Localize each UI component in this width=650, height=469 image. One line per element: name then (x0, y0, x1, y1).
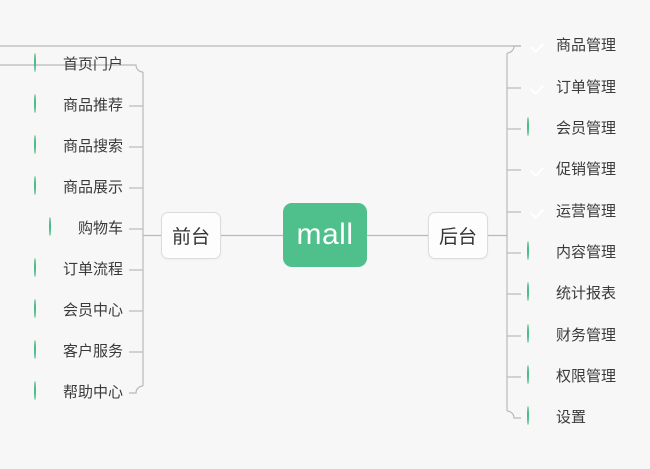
leaf-status-icon (527, 365, 549, 388)
leaf-node[interactable]: 权限管理 (527, 362, 650, 392)
leaf-status-icon (527, 77, 549, 99)
leaf-status-icon (527, 201, 549, 223)
leaf-node[interactable]: 运营管理 (527, 197, 650, 227)
leaf-status-icon (33, 340, 56, 363)
leaf-node-label: 购物车 (77, 220, 123, 237)
leaf-node-label: 会员管理 (556, 120, 617, 137)
leaf-node[interactable]: 客户服务 (0, 337, 123, 367)
leaf-node[interactable]: 内容管理 (527, 238, 650, 268)
leaf-node-label: 首页门户 (62, 56, 123, 73)
leaf-status-icon (527, 406, 549, 429)
pie-icon (527, 241, 529, 260)
leaf-node[interactable]: 订单管理 (527, 73, 650, 103)
leaf-node-label: 商品展示 (62, 179, 123, 196)
leaf-status-icon (33, 94, 56, 117)
pie-icon (33, 53, 36, 72)
leaf-node-label: 商品管理 (556, 37, 617, 54)
leaf-node[interactable]: 会员中心 (0, 296, 123, 326)
leaf-status-icon (33, 299, 56, 322)
leaf-status-icon (527, 282, 549, 305)
leaf-node-label: 内容管理 (556, 244, 617, 261)
pie-icon (33, 299, 36, 318)
leaf-node-label: 商品搜索 (62, 138, 123, 155)
leaf-status-icon (527, 159, 549, 181)
leaf-node[interactable]: 购物车 (0, 214, 123, 244)
leaf-node-label: 帮助中心 (62, 384, 123, 401)
branch-node-frontend[interactable]: 前台 (161, 212, 221, 259)
leaf-node-label: 统计报表 (556, 285, 617, 302)
pie-icon (527, 282, 529, 301)
leaf-node[interactable]: 会员管理 (527, 114, 650, 144)
leaf-node[interactable]: 订单流程 (0, 255, 123, 285)
pie-icon (33, 258, 36, 277)
pie-icon (527, 117, 529, 136)
leaf-status-icon (33, 381, 56, 404)
root-node-mall[interactable]: mall (283, 203, 367, 267)
leaf-node-label: 促销管理 (556, 161, 617, 178)
leaf-node[interactable]: 商品推荐 (0, 91, 123, 121)
leaf-status-icon (527, 117, 549, 140)
leaf-node[interactable]: 设置 (527, 403, 650, 433)
pie-icon (527, 324, 529, 343)
pie-icon (33, 381, 36, 400)
branch-node-backend[interactable]: 后台 (428, 212, 488, 259)
leaf-node-label: 会员中心 (62, 302, 123, 319)
leaf-node[interactable]: 统计报表 (527, 279, 650, 309)
root-node-label: mall (296, 218, 354, 251)
pie-icon (527, 365, 529, 384)
leaf-node-label: 财务管理 (556, 327, 617, 344)
leaf-node[interactable]: 商品展示 (0, 173, 123, 203)
pie-icon (33, 176, 36, 195)
leaf-node-label: 客户服务 (62, 343, 123, 360)
leaf-node-label: 商品推荐 (62, 97, 123, 114)
leaf-status-icon (527, 241, 549, 264)
leaf-status-icon (33, 135, 56, 158)
leaf-status-icon (33, 176, 56, 199)
leaf-node[interactable]: 财务管理 (527, 321, 650, 351)
leaf-node[interactable]: 首页门户 (0, 50, 123, 80)
leaf-status-icon (33, 258, 56, 281)
pie-icon (33, 340, 36, 359)
leaf-node-label: 运营管理 (556, 203, 617, 220)
branch-node-label: 前台 (171, 227, 210, 248)
leaf-node-label: 订单管理 (556, 79, 617, 96)
leaf-status-icon (527, 35, 549, 57)
pie-icon (33, 94, 36, 113)
leaf-node[interactable]: 商品管理 (527, 31, 650, 61)
leaf-status-icon (48, 217, 71, 240)
leaf-node[interactable]: 促销管理 (527, 155, 650, 185)
leaf-status-icon (33, 53, 56, 76)
leaf-status-icon (527, 324, 549, 347)
leaf-node-label: 权限管理 (556, 368, 617, 385)
leaf-node-label: 设置 (556, 409, 587, 426)
leaf-node-label: 订单流程 (62, 261, 123, 278)
pie-icon (33, 135, 36, 154)
pie-icon (48, 217, 51, 236)
pie-icon (527, 406, 529, 425)
leaf-node[interactable]: 商品搜索 (0, 132, 123, 162)
branch-node-label: 后台 (438, 227, 477, 248)
leaf-node[interactable]: 帮助中心 (0, 378, 123, 408)
